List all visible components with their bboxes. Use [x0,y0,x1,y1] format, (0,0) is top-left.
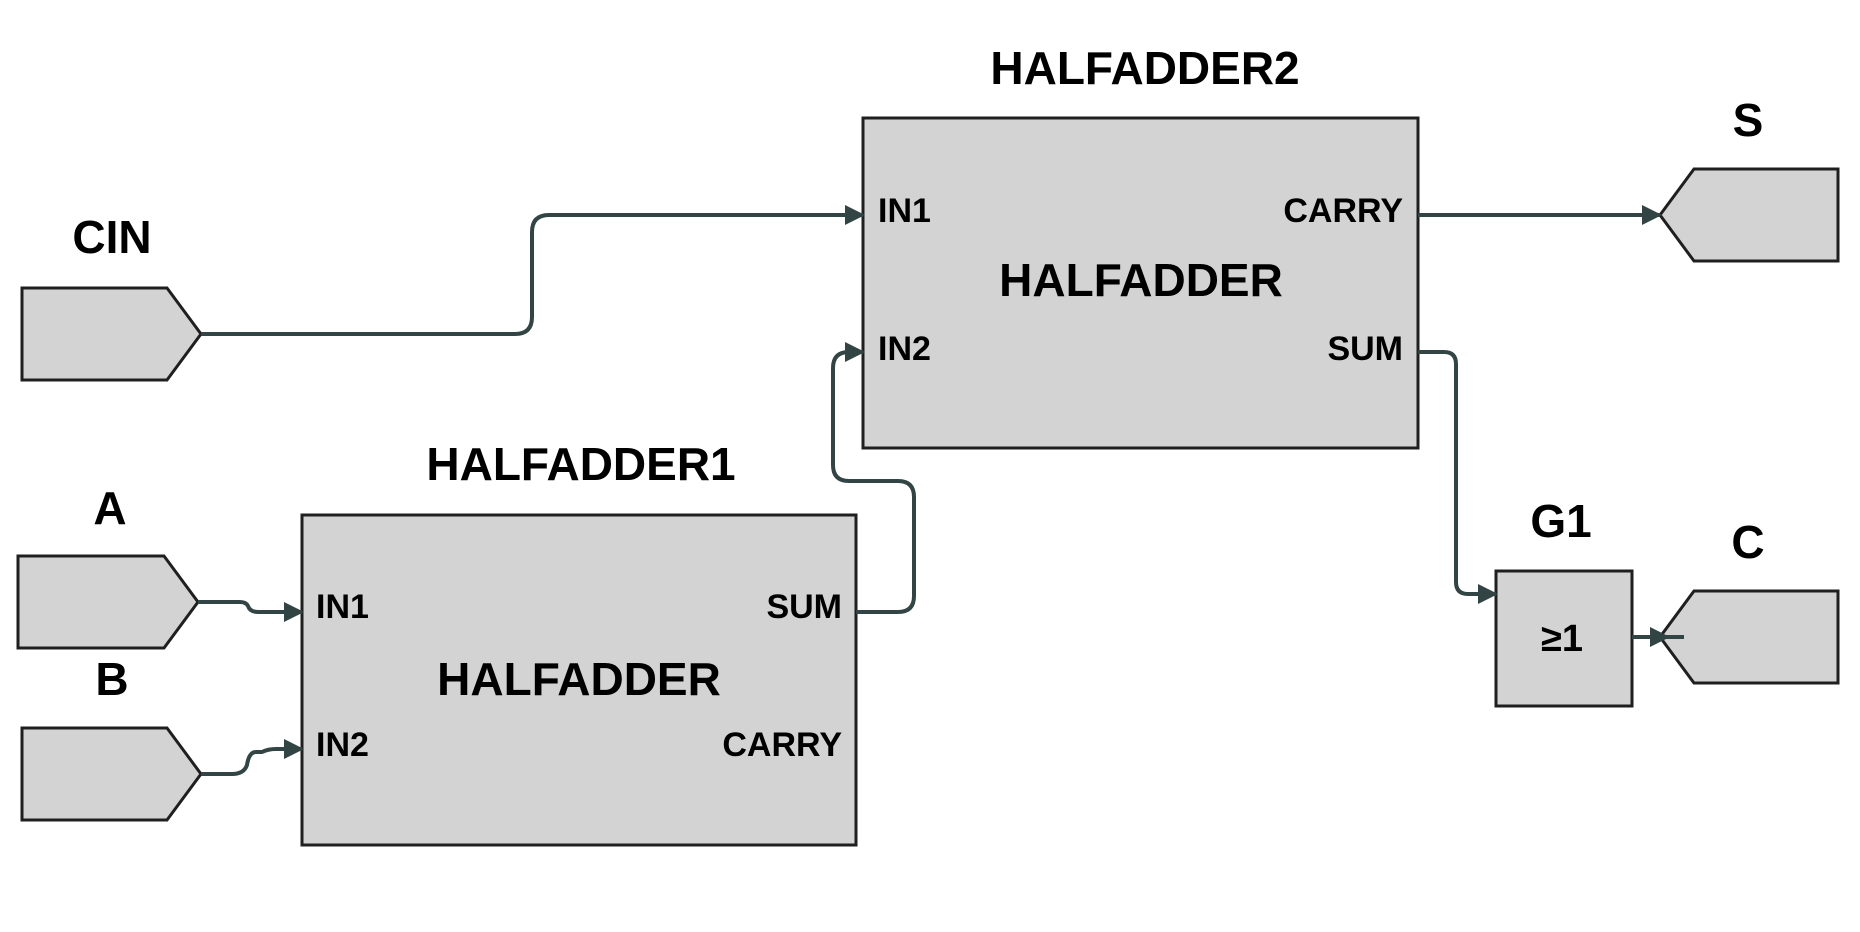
input-port-cin-label: CIN [72,211,151,263]
halfadder1-body[interactable] [300,513,858,847]
g1-body[interactable] [1494,569,1634,708]
halfadder2-pin-carry: CARRY [1283,192,1403,230]
halfadder1-type-label: HALFADDER [437,653,721,705]
halfadder2-body[interactable] [861,116,1420,450]
halfadder2-pin-in2: IN2 [878,330,931,368]
output-port-c[interactable]: C [1658,516,1840,685]
halfadder1-pin-in1: IN1 [316,588,369,626]
output-port-s-label: S [1733,94,1764,146]
halfadder1-instance-name: HALFADDER1 [426,438,735,490]
halfadder1-pin-sum: SUM [766,588,842,626]
g1-symbol: ≥1 [1541,618,1583,660]
or-gate-g1[interactable]: G1 ≥1 [1494,495,1634,708]
input-port-b[interactable]: B [20,653,203,822]
wire-halfadder2-sum-to-g1[interactable] [1418,350,1498,604]
input-port-a-label: A [93,482,126,534]
output-port-c-label: C [1731,516,1764,568]
input-port-a[interactable]: A [16,482,200,650]
input-port-cin[interactable]: CIN [20,211,203,382]
input-port-b-label: B [95,653,128,705]
wire-halfadder1-sum-to-halfadder2-in2[interactable] [831,342,916,614]
g1-instance-name: G1 [1530,495,1591,547]
halfadder1-pin-carry: CARRY [722,726,842,764]
halfadder2-type-label: HALFADDER [999,254,1283,306]
output-port-s[interactable]: S [1658,94,1840,263]
halfadder2-pin-in1: IN1 [878,192,931,230]
halfadder1-block[interactable]: HALFADDER1 HALFADDER IN1 IN2 SUM CARRY [300,438,858,847]
halfadder2-pin-sum: SUM [1327,330,1403,368]
wire-b-to-halfadder1-in2[interactable] [201,739,304,776]
halfadder2-block[interactable]: HALFADDER2 HALFADDER IN1 IN2 CARRY SUM [861,42,1420,450]
wire-a-to-halfadder1-in1[interactable] [198,600,304,622]
halfadder1-pin-in2: IN2 [316,726,369,764]
halfadder2-instance-name: HALFADDER2 [990,42,1299,94]
wire-cin-to-halfadder2-in1[interactable] [201,205,865,336]
